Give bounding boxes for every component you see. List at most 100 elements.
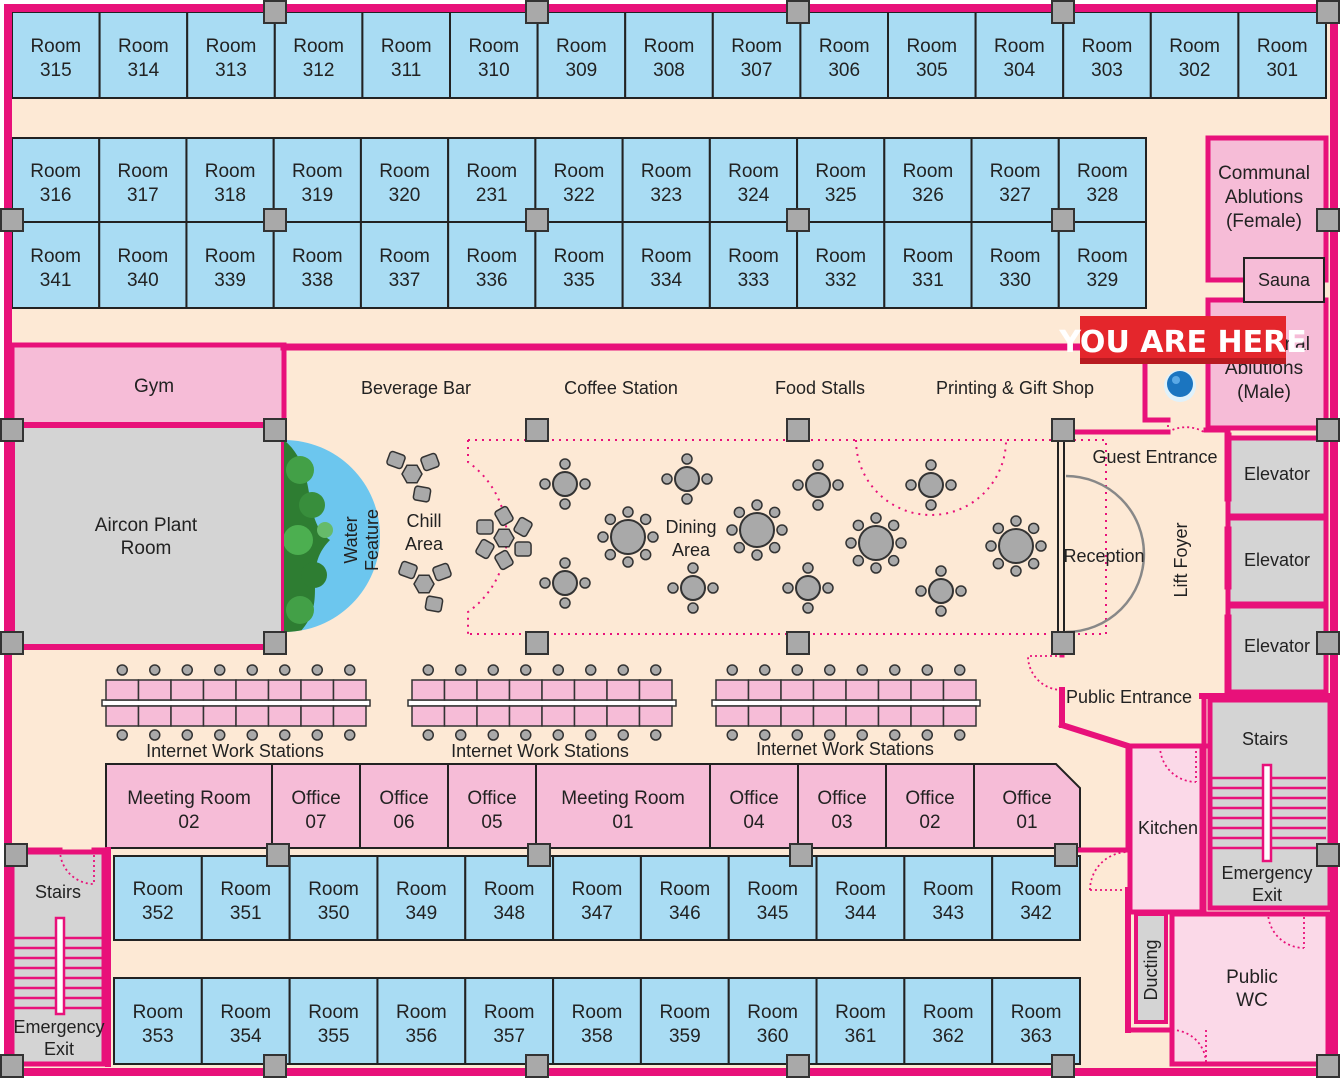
workstation-desk[interactable] [812,679,847,701]
room-cell[interactable] [991,977,1082,1065]
room-cell[interactable] [447,221,537,309]
room-cell[interactable] [288,855,379,941]
workstation-desk[interactable] [715,705,750,727]
coffee-station-label[interactable]: Coffee Station [564,378,678,398]
room-cell[interactable] [639,977,730,1065]
workstation-desk[interactable] [910,679,945,701]
workstation-desk[interactable] [170,679,205,701]
room-cell[interactable] [1057,221,1148,309]
workstation-desk[interactable] [780,679,815,701]
reception-desk[interactable] [1057,440,1146,636]
room-cell[interactable] [113,855,203,941]
room-cell[interactable] [98,11,189,99]
workstation-desk[interactable] [877,679,912,701]
workstation-desk[interactable] [137,705,172,727]
room-cell[interactable] [200,855,291,941]
workstation-desk[interactable] [845,705,880,727]
room-cell[interactable] [796,221,886,309]
room-cell[interactable] [536,11,627,99]
room-cell[interactable] [464,977,555,1065]
workstation-desk[interactable] [476,679,511,701]
workstation-desk[interactable] [476,705,511,727]
workstation-desk[interactable] [202,679,237,701]
room-cell[interactable] [974,11,1065,99]
room-cell[interactable] [376,977,467,1065]
room-cell[interactable] [361,11,451,99]
workstation-desk[interactable] [267,679,302,701]
room-cell[interactable] [883,137,973,223]
ablutions-female[interactable] [1205,135,1329,283]
workstation-desk[interactable] [715,679,750,701]
workstation-desk[interactable] [541,679,576,701]
room-cell[interactable] [1062,11,1152,99]
workstation-desk[interactable] [638,679,673,701]
room-cell[interactable] [796,137,886,223]
room-cell[interactable] [552,855,642,941]
workstation-desk[interactable] [541,705,576,727]
workstation-desk[interactable] [573,705,608,727]
room-cell[interactable] [552,977,642,1065]
room-cell[interactable] [883,221,973,309]
workstation-desk[interactable] [300,679,335,701]
workstation-desk[interactable] [747,705,782,727]
gym-room[interactable] [9,342,287,428]
room-cell[interactable] [727,977,818,1065]
workstation-desk[interactable] [942,679,977,701]
office-cell[interactable] [709,763,799,849]
room-cell[interactable] [11,11,101,99]
workstation-desk[interactable] [780,705,815,727]
room-cell[interactable] [113,977,203,1065]
workstation-desk[interactable] [606,679,641,701]
room-cell[interactable] [815,977,906,1065]
room-cell[interactable] [200,977,291,1065]
room-cell[interactable] [359,137,450,223]
room-cell[interactable] [727,855,818,941]
office-cell[interactable] [535,763,711,849]
room-cell[interactable] [1237,11,1328,99]
workstation-desk[interactable] [443,679,478,701]
room-cell[interactable] [273,11,364,99]
workstation-desk[interactable] [235,679,270,701]
room-cell[interactable] [98,221,188,309]
workstation-desk[interactable] [170,705,205,727]
guest-entrance-label[interactable]: Guest Entrance [1092,447,1217,467]
